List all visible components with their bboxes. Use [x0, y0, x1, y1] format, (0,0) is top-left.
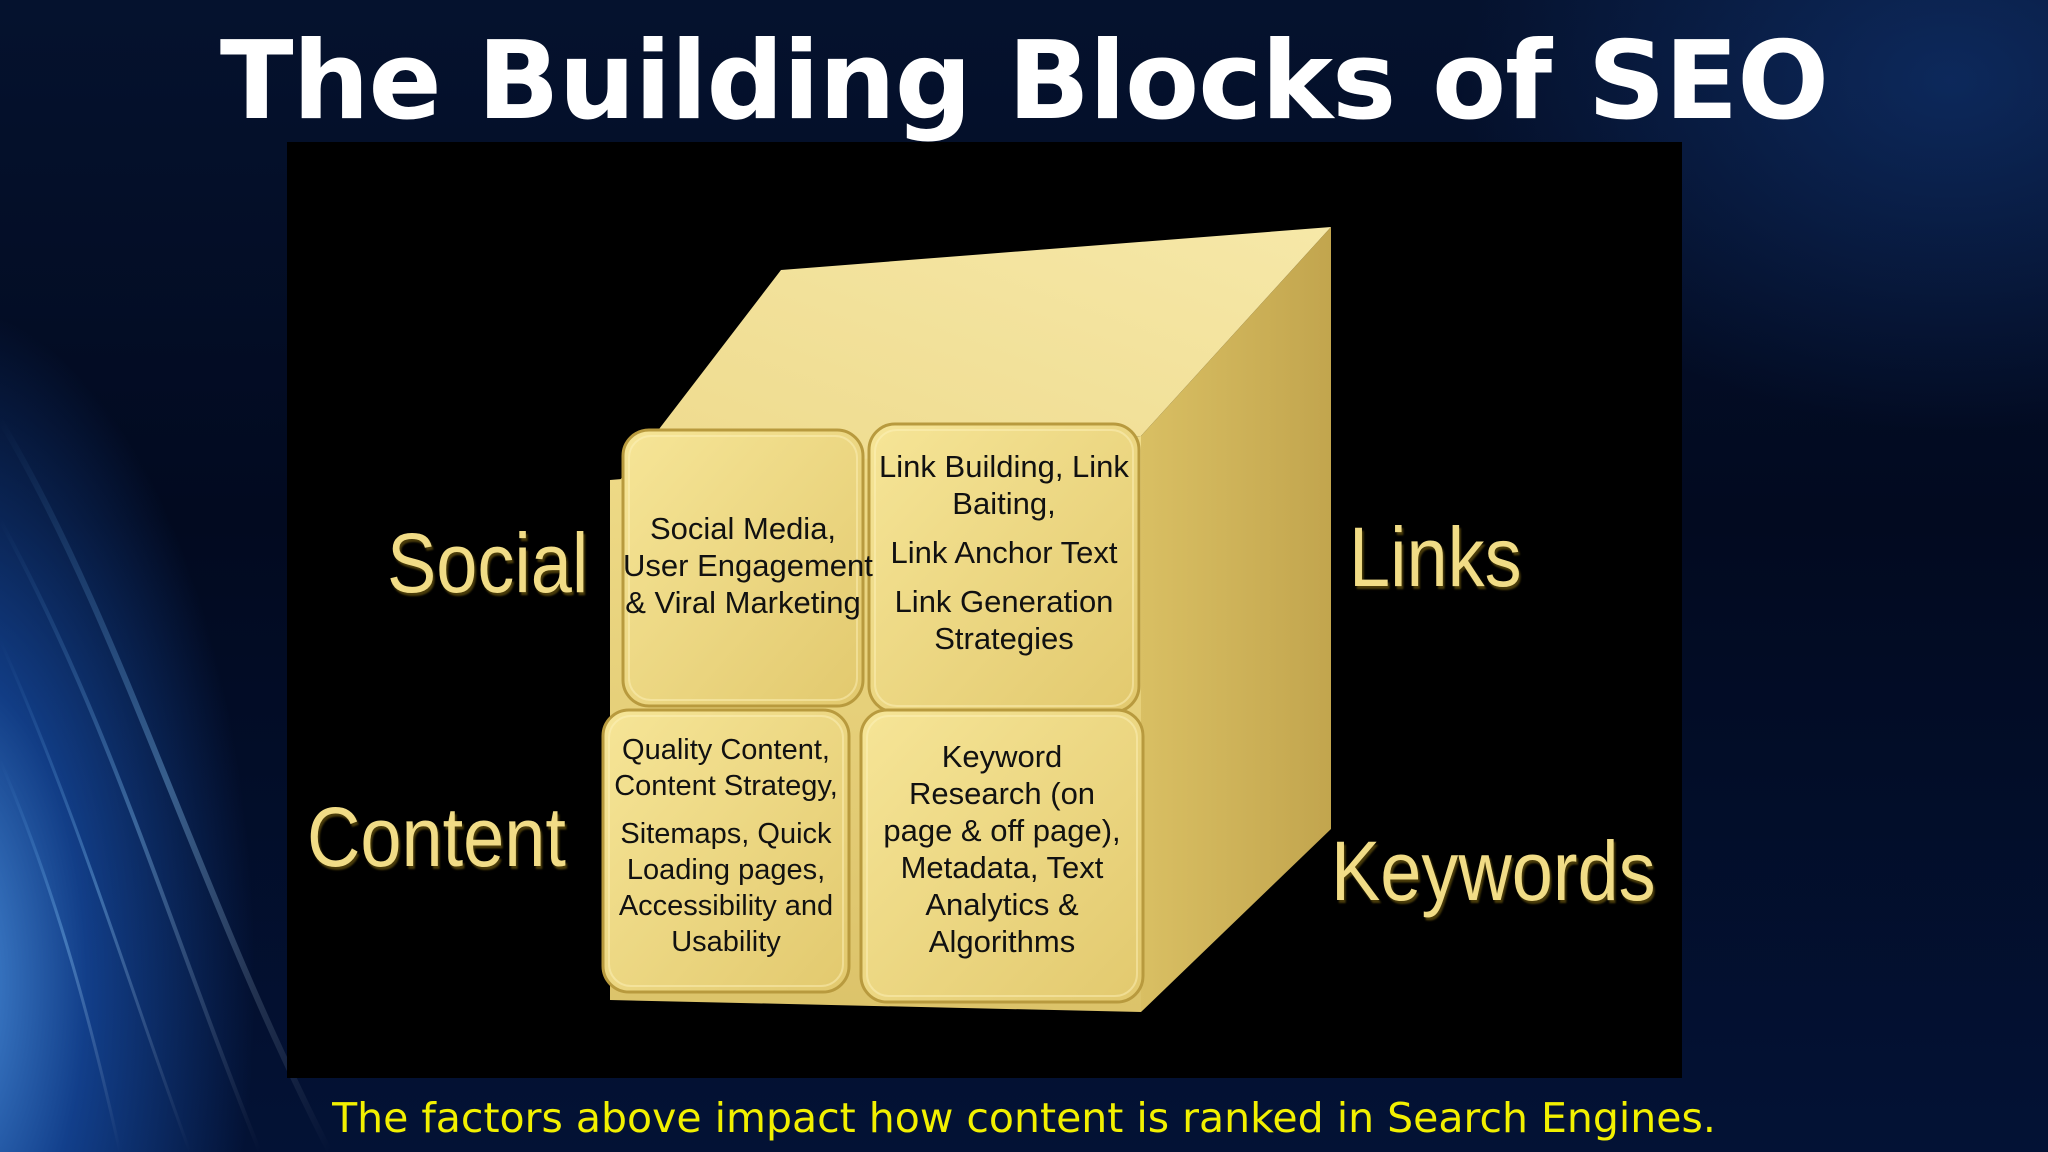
- keywords-tile: [859, 708, 1145, 1004]
- cube-top-face: [620, 227, 1331, 480]
- cube-side-face: [1141, 227, 1331, 1012]
- links-label: Links: [1349, 510, 1522, 604]
- links-block-text: Link Building, Link Baiting, Link Anchor…: [879, 449, 1129, 656]
- content-label: Content: [307, 790, 566, 884]
- slide-title: The Building Blocks of SEO: [219, 19, 1829, 144]
- slide-caption: The factors above impact how content is …: [332, 1094, 1716, 1142]
- social-block-text: Social Media, User Engagement & Viral Ma…: [623, 511, 873, 620]
- seo-cube-diagram: Social Links Content Keywords Social Med…: [287, 142, 1682, 1078]
- cube-shape: [601, 227, 1331, 1012]
- social-tile: [621, 428, 865, 708]
- content-block-text: Quality Content, Content Strategy, Sitem…: [614, 734, 838, 958]
- content-tile: [601, 708, 851, 994]
- keywords-label: Keywords: [1331, 824, 1656, 918]
- keywords-block-text: Keyword Research (on page & off page), M…: [883, 739, 1121, 959]
- social-label: Social: [387, 516, 589, 610]
